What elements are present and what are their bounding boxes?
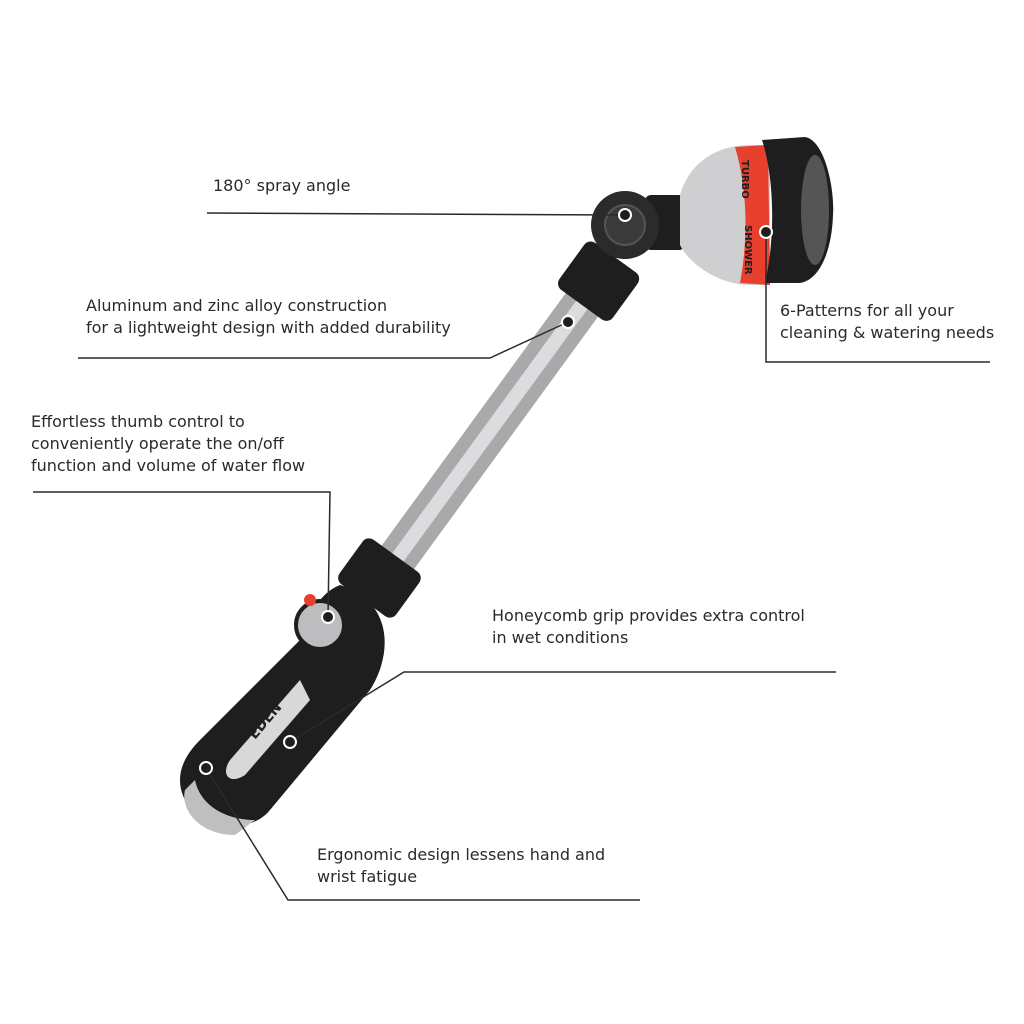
callout-text: function and volume of water flow	[31, 456, 306, 475]
callout-dots	[199, 208, 773, 775]
callout-patterns: 6-Patterns for all your cleaning & water…	[780, 300, 994, 344]
spray-head: TURBO SHOWER	[680, 137, 834, 285]
callout-text: cleaning & watering needs	[780, 323, 995, 342]
callout-text: 6-Patterns for all your	[780, 301, 954, 320]
dial-label-shower: SHOWER	[742, 225, 753, 275]
callout-thumb-control: Effortless thumb control to conveniently…	[31, 411, 305, 477]
leader-construction	[78, 321, 569, 359]
callout-construction: Aluminum and zinc alloy construction for…	[86, 295, 451, 339]
leader-grip	[289, 671, 836, 743]
lower-collar	[338, 538, 421, 618]
leader-thumb-control	[33, 491, 331, 618]
callout-ergonomic: Ergonomic design lessens hand and wrist …	[317, 844, 605, 888]
callout-text: conveniently operate the on/off	[31, 434, 284, 453]
upper-collar	[558, 241, 640, 321]
aluminum-pole	[365, 260, 620, 595]
callout-text: Honeycomb grip provides extra control	[492, 606, 805, 625]
leader-spray-angle	[206, 212, 626, 216]
callout-text: in wet conditions	[492, 628, 629, 647]
callout-grip: Honeycomb grip provides extra control in…	[492, 605, 805, 649]
leader-patterns	[765, 232, 990, 363]
pivot-joint	[591, 191, 685, 259]
dial-label-turbo: TURBO	[739, 160, 750, 199]
callout-text: 180° spray angle	[213, 176, 351, 195]
callout-spray-angle: 180° spray angle	[213, 175, 350, 197]
callout-text: Aluminum and zinc alloy construction	[86, 296, 388, 315]
callout-text: wrist fatigue	[317, 867, 418, 886]
handle: EDEN	[180, 585, 385, 835]
callout-text: Ergonomic design lessens hand and	[317, 845, 606, 864]
leader-lines	[33, 212, 990, 901]
callout-text: Effortless thumb control to	[31, 412, 245, 431]
leader-ergonomic	[205, 767, 640, 901]
callout-text: for a lightweight design with added dura…	[86, 318, 451, 337]
